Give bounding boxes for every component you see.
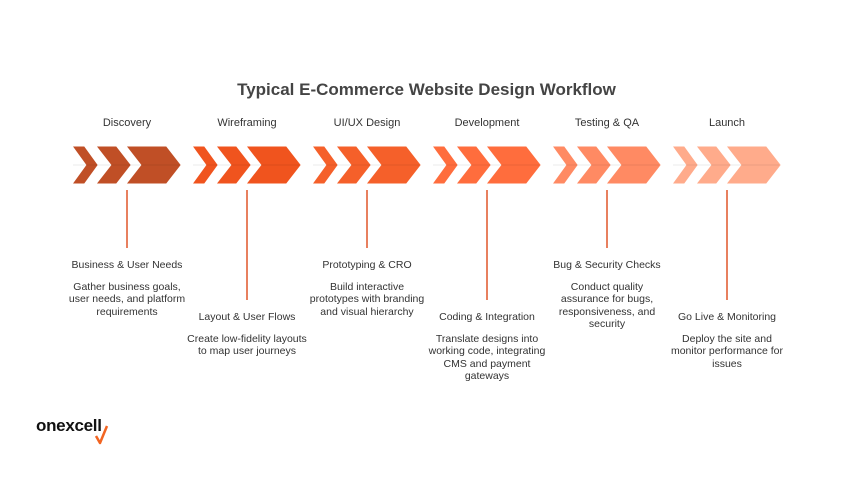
stage-label: Development	[454, 117, 520, 129]
chevron-arrows-icon	[193, 146, 301, 184]
chevron-small	[313, 146, 338, 184]
stage-label: Launch	[708, 117, 746, 129]
chevron-medium	[576, 146, 611, 184]
chevron-arrows-icon	[313, 146, 421, 184]
chevron-medium	[336, 146, 371, 184]
checkmark-icon	[94, 425, 109, 445]
chevron-medium	[456, 146, 491, 184]
chevron-large	[366, 146, 421, 184]
stage-ui-ux-design: UI/UX Design Prototyping & CRO Build int…	[307, 0, 427, 480]
stage-heading: Business & User Needs	[71, 259, 183, 271]
stage-heading: Go Live & Monitoring	[677, 311, 777, 323]
logo-text: onexcell	[36, 416, 102, 435]
stage-discovery: Discovery Business & User Needs Gather b…	[67, 0, 187, 480]
connector-line	[366, 190, 368, 248]
stage-heading: Prototyping & CRO	[322, 259, 412, 271]
stage-text: Translate designs into working code, int…	[428, 332, 546, 383]
stage-testing-qa: Testing & QA Bug & Security Checks Condu…	[547, 0, 667, 480]
stage-heading: Bug & Security Checks	[553, 259, 661, 271]
chevron-small	[433, 146, 458, 184]
chevron-small	[673, 146, 698, 184]
stage-text: Conduct quality assurance for bugs, resp…	[558, 280, 656, 331]
stage-description: Go Live & Monitoring Deploy the site and…	[667, 311, 787, 370]
chevron-large	[726, 146, 781, 184]
stage-description: Business & User Needs Gather business go…	[67, 259, 187, 318]
chevron-large	[126, 146, 181, 184]
stage-text: Create low-fidelity layouts to map user …	[187, 332, 307, 358]
chevron-large	[486, 146, 541, 184]
stage-label: Testing & QA	[574, 117, 640, 129]
connector-line	[726, 190, 728, 300]
chevron-medium	[216, 146, 251, 184]
chevron-large	[246, 146, 301, 184]
stage-text: Build interactive prototypes with brandi…	[309, 280, 425, 318]
stage-label: Wireframing	[217, 117, 277, 129]
stage-wireframing: Wireframing Layout & User Flows Create l…	[187, 0, 307, 480]
connector-line	[486, 190, 488, 300]
connector-line	[606, 190, 608, 248]
chevron-medium	[96, 146, 131, 184]
onexcell-logo: onexcell	[36, 416, 102, 436]
stage-launch: Launch Go Live & Monitoring Deploy the s…	[667, 0, 787, 480]
chevron-large	[606, 146, 661, 184]
connector-line	[126, 190, 128, 248]
connector-line	[246, 190, 248, 300]
chevron-arrows-icon	[73, 146, 181, 184]
chevron-arrows-icon	[553, 146, 661, 184]
stage-label: UI/UX Design	[333, 117, 401, 129]
chevron-small	[73, 146, 98, 184]
stage-heading: Coding & Integration	[439, 311, 535, 323]
stage-text: Deploy the site and monitor performance …	[670, 332, 784, 370]
stage-description: Layout & User Flows Create low-fidelity …	[187, 311, 307, 358]
chevron-small	[193, 146, 218, 184]
stage-description: Coding & Integration Translate designs i…	[427, 311, 547, 383]
chevron-arrows-icon	[433, 146, 541, 184]
stage-description: Prototyping & CRO Build interactive prot…	[307, 259, 427, 318]
stage-development: Development Coding & Integration Transla…	[427, 0, 547, 480]
chevron-medium	[696, 146, 731, 184]
diagram-title: Typical E-Commerce Website Design Workfl…	[237, 80, 616, 99]
stage-text: Gather business goals, user needs, and p…	[68, 280, 186, 318]
chevron-arrows-icon	[673, 146, 781, 184]
stage-heading: Layout & User Flows	[198, 311, 296, 323]
stage-label: Discovery	[102, 117, 152, 129]
chevron-small	[553, 146, 578, 184]
stage-description: Bug & Security Checks Conduct quality as…	[547, 259, 667, 331]
